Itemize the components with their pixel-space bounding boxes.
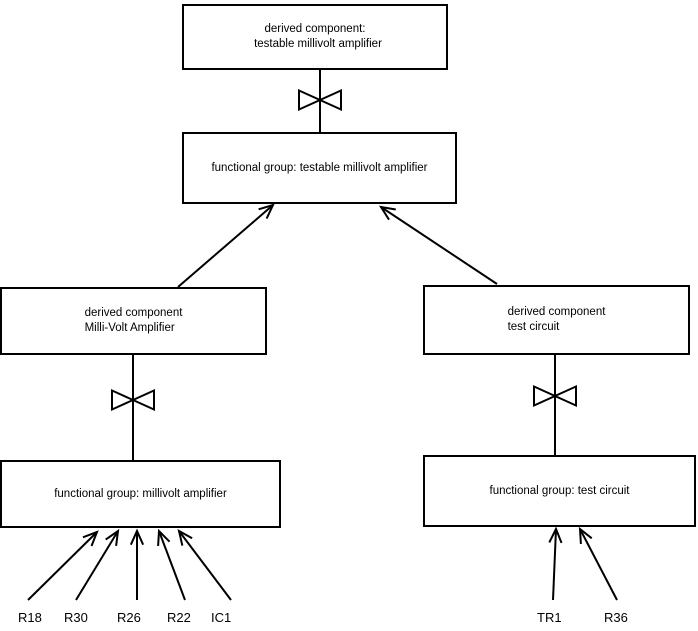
arrow-test-circuit-to-testable-head — [378, 205, 396, 221]
node-fg-mv-amp[interactable]: functional group: millivolt amplifier — [0, 460, 281, 528]
node-label-line1: derived component — [507, 306, 606, 318]
arrow-test-circuit-to-testable-shaft — [380, 206, 498, 285]
arrow-r18-head — [82, 530, 99, 547]
arrow-tr1 — [548, 526, 563, 601]
leaf-r18: R18 — [18, 610, 42, 625]
arrow-r26-head — [129, 528, 145, 546]
leaf-tr1: TR1 — [537, 610, 562, 625]
node-label-line2: Milli-Volt Amplifier — [84, 322, 175, 334]
bowtie-right-glyph — [533, 384, 577, 408]
arrow-r22-shaft — [158, 530, 186, 601]
node-fg-test-circuit[interactable]: functional group: test circuit — [423, 455, 696, 527]
bowtie-top-link — [298, 70, 342, 132]
node-label-line1: functional group: millivolt amplifier — [54, 487, 227, 500]
node-label-fg-test-circuit: functional group: test circuit — [490, 484, 630, 499]
arrow-r36-head — [578, 526, 593, 545]
arrow-r30-shaft — [75, 530, 119, 601]
node-label-line1: derived component — [84, 307, 183, 319]
arrow-r18 — [27, 530, 99, 601]
node-label-line2: testable millivolt amplifier — [254, 38, 382, 50]
leaf-r22: R22 — [167, 610, 191, 625]
arrow-r36 — [578, 526, 618, 601]
node-label-fg-mv-amp: functional group: millivolt amplifier — [54, 487, 227, 502]
leaf-ic1: IC1 — [211, 610, 232, 625]
bowtie-right-link — [533, 355, 577, 455]
bowtie-connector-group — [111, 70, 577, 460]
arrow-r30 — [75, 528, 120, 601]
node-label-derived-testable-mv-amp: derived component: testable millivolt amp… — [248, 22, 382, 52]
arrow-tr1-shaft — [552, 528, 557, 601]
node-fg-testable-mv-amp[interactable]: functional group: testable millivolt amp… — [182, 132, 457, 204]
arrow-r22 — [157, 528, 186, 601]
arrow-r18-shaft — [27, 531, 98, 601]
node-label-fg-testable-mv-amp: functional group: testable millivolt amp… — [211, 161, 427, 176]
arrow-r22-head — [157, 528, 171, 547]
bowtie-top-glyph — [298, 88, 342, 112]
arrow-mv-amp-to-testable — [177, 203, 275, 288]
arrow-mv-amp-to-testable-shaft — [177, 204, 274, 288]
node-label-derived-test-circuit: derived component test circuit — [508, 305, 606, 335]
bowtie-left-glyph — [111, 388, 155, 412]
arrow-test-circuit-to-testable — [378, 205, 498, 285]
leaf-r30: R30 — [64, 610, 88, 625]
node-label-line2: test circuit — [507, 321, 560, 333]
bowtie-left-link — [111, 355, 155, 460]
node-derived-testable-mv-amp[interactable]: derived component: testable millivolt amp… — [182, 4, 448, 70]
leaf-r36: R36 — [604, 610, 628, 625]
arrow-mv-amp-to-testable-head — [258, 203, 275, 220]
arrow-ic1 — [177, 529, 232, 601]
node-label-line1: derived component: — [264, 23, 366, 35]
node-derived-test-circuit[interactable]: derived component test circuit — [423, 285, 690, 355]
arrow-r30-head — [105, 528, 120, 547]
arrow-ic1-head — [177, 529, 193, 546]
leaf-r26: R26 — [117, 610, 141, 625]
node-label-line1: functional group: testable millivolt amp… — [211, 161, 428, 174]
arrow-connector-group — [27, 203, 618, 601]
arrow-r36-shaft — [579, 528, 618, 601]
arrow-r26 — [129, 528, 145, 600]
arrow-tr1-head — [548, 526, 563, 544]
node-label-line1: functional group: test circuit — [489, 484, 630, 497]
arrow-ic1-shaft — [178, 530, 232, 601]
